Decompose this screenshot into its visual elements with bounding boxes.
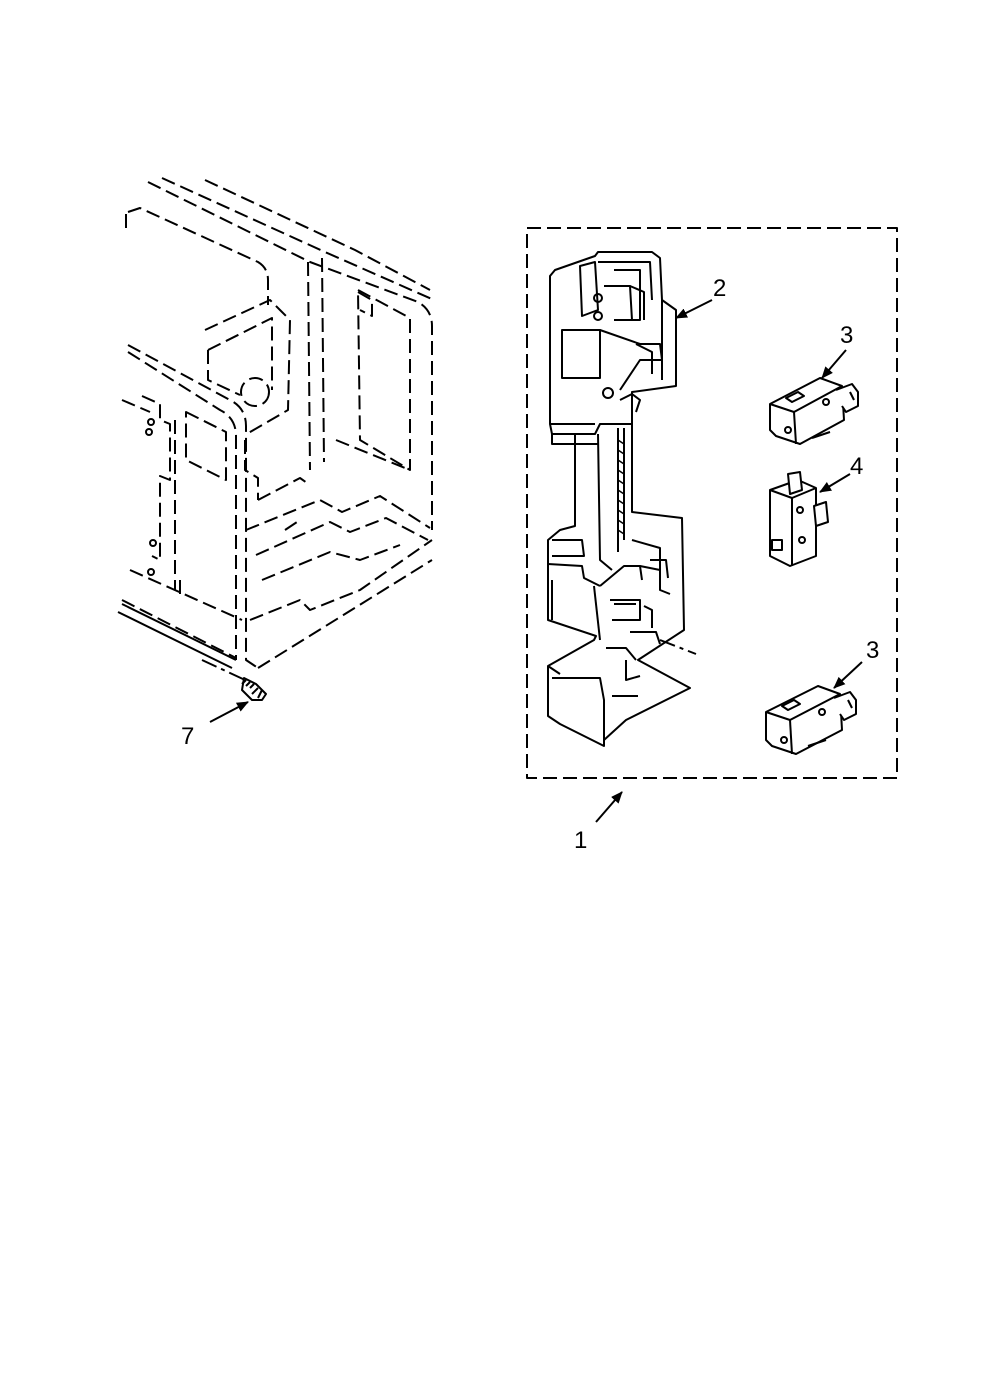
leader-arrow-part-3-lower — [833, 661, 863, 689]
leader-arrow-part-3-upper — [821, 349, 847, 379]
micro-switch-part-3-lower — [765, 685, 857, 755]
micro-switch-part-3-upper — [769, 377, 859, 445]
leader-arrow-part-7 — [209, 701, 249, 723]
assembly-group-box — [526, 227, 898, 779]
leader-arrows — [209, 299, 863, 823]
callout-part-2: 2 — [713, 275, 726, 302]
callout-part-1: 1 — [574, 827, 587, 854]
leader-arrow-part-1 — [595, 791, 623, 823]
leader-arrow-part-4 — [819, 473, 851, 493]
latch-bracket-part-2 — [547, 251, 697, 747]
callout-part-3-upper: 3 — [840, 322, 853, 349]
ratchet-teeth — [617, 439, 625, 535]
cabinet-frame-phantom — [117, 177, 435, 687]
callout-part-4: 4 — [850, 453, 863, 480]
leader-arrow-part-2 — [675, 299, 713, 319]
callout-labels: 2 3 4 3 1 7 — [181, 275, 879, 854]
callout-part-3-lower: 3 — [866, 637, 879, 664]
screw-part-7 — [241, 677, 267, 701]
micro-switch-part-4 — [769, 471, 829, 567]
callout-part-7: 7 — [181, 723, 194, 750]
